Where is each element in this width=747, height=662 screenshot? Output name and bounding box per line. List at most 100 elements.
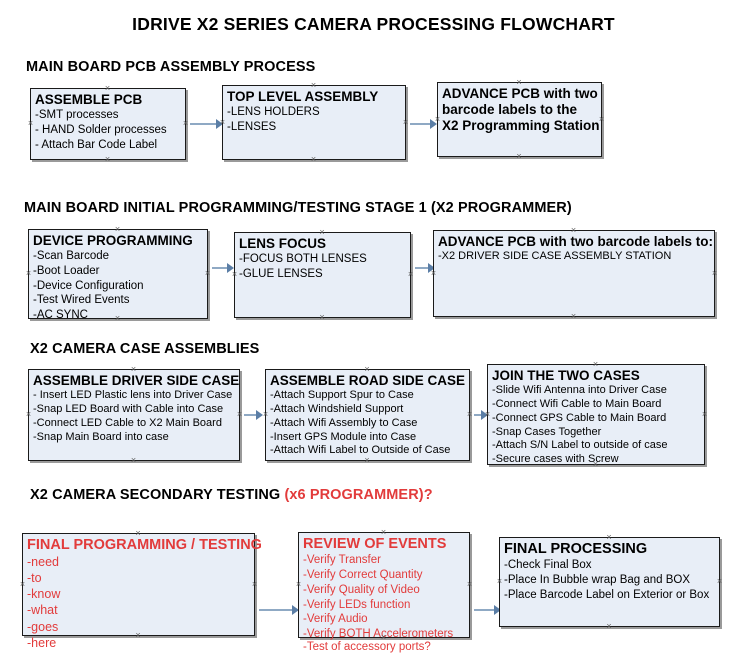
- node-line: -GLUE LENSES: [239, 267, 323, 280]
- node-line: -here: [27, 635, 57, 650]
- connection-handle-left[interactable]: [295, 581, 302, 588]
- connector-device-programming-to-lens-focus: [212, 267, 229, 269]
- connection-handle-left[interactable]: [231, 271, 238, 278]
- connection-handle-bottom[interactable]: [319, 314, 326, 321]
- connection-handle-top[interactable]: [592, 361, 599, 368]
- node-assemble-driver-side-case[interactable]: ASSEMBLE DRIVER SIDE CASE - Insert LED P…: [28, 369, 240, 461]
- node-title: FINAL PROCESSING: [504, 541, 648, 557]
- connection-handle-left[interactable]: [496, 578, 503, 585]
- node-final-processing[interactable]: FINAL PROCESSING -Check Final Box -Place…: [499, 537, 720, 627]
- connection-handle-top[interactable]: [380, 529, 387, 536]
- node-line: -Verify Correct Quantity: [303, 568, 423, 581]
- connection-handle-bottom[interactable]: [135, 632, 142, 639]
- connection-handle-left[interactable]: [430, 270, 437, 277]
- connection-handle-right[interactable]: [407, 271, 414, 278]
- node-line: -Attach Wifi Label to Outside of Case: [270, 444, 451, 457]
- node-top-level-assembly[interactable]: TOP LEVEL ASSEMBLY -LENS HOLDERS -LENSES: [222, 85, 406, 160]
- connection-handle-left[interactable]: [484, 411, 491, 418]
- node-line: -Attach S/N Label to outside of case: [492, 439, 668, 452]
- connection-handle-left[interactable]: [19, 581, 26, 588]
- connection-handle-top[interactable]: [310, 82, 317, 89]
- connection-handle-top[interactable]: [135, 530, 142, 537]
- connector-arrowhead: [256, 410, 263, 420]
- node-title: ASSEMBLE DRIVER SIDE CASE: [33, 373, 240, 388]
- section-heading-x2-camera-secondary-testing: X2 CAMERA SECONDARY TESTING (x6 PROGRAMM…: [30, 487, 433, 503]
- node-line: -Insert GPS Module into Case: [270, 430, 417, 443]
- connector-lens-focus-to-advance-pcb-driver: [415, 267, 430, 269]
- connection-handle-top[interactable]: [570, 227, 577, 234]
- node-title: LENS FOCUS: [239, 236, 327, 251]
- node-join-the-two-cases[interactable]: JOIN THE TWO CASES -Slide Wifi Antenna i…: [487, 364, 705, 465]
- node-title: JOIN THE TWO CASES: [492, 368, 640, 383]
- connection-handle-bottom[interactable]: [310, 156, 317, 163]
- node-line: -LENS HOLDERS: [227, 105, 320, 118]
- section-heading-main-board-pcb-assembly: MAIN BOARD PCB ASSEMBLY PROCESS: [26, 59, 316, 75]
- connection-handle-bottom[interactable]: [516, 153, 523, 160]
- node-line: -what: [27, 603, 58, 618]
- node-line: - HAND Solder processes: [35, 123, 167, 136]
- connector-arrowhead: [430, 119, 437, 129]
- node-title: ASSEMBLE ROAD SIDE CASE: [270, 373, 466, 388]
- connection-handle-bottom[interactable]: [592, 461, 599, 468]
- connection-handle-left[interactable]: [434, 116, 441, 123]
- node-line: -Attach Windshield Support: [270, 402, 404, 415]
- node-assemble-road-side-case[interactable]: ASSEMBLE ROAD SIDE CASE -Attach Support …: [265, 369, 470, 461]
- node-review-of-events[interactable]: REVIEW OF EVENTS -Verify Transfer -Verif…: [295, 529, 473, 653]
- connection-handle-bottom[interactable]: [570, 313, 577, 320]
- node-line: -Snap Cases Together: [492, 425, 602, 438]
- connection-handle-right[interactable]: [466, 581, 473, 588]
- node-line: -FOCUS BOTH LENSES: [239, 252, 367, 265]
- node-line: -Verify Audio: [303, 613, 368, 626]
- connector-assemble-pcb-to-top-level: [190, 123, 218, 125]
- connection-handle-left[interactable]: [25, 270, 32, 277]
- node-title: ADVANCE PCB with two barcode labels to:: [438, 234, 714, 249]
- connector-driver-case-to-road-case: [244, 414, 258, 416]
- connection-handle-top[interactable]: [104, 85, 111, 92]
- connection-handle-right[interactable]: [701, 411, 708, 418]
- connection-handle-right[interactable]: [251, 581, 258, 588]
- node-line: -goes: [27, 619, 59, 634]
- node-title: ADVANCE PCB with two: [442, 86, 598, 101]
- connection-handle-right[interactable]: [466, 411, 473, 418]
- node-line-overflow: -Test of accessory ports?: [303, 641, 431, 654]
- node-advance-pcb-programming-station[interactable]: ADVANCE PCB with two barcode labels to t…: [437, 82, 602, 157]
- node-lens-focus[interactable]: LENS FOCUS -FOCUS BOTH LENSES -GLUE LENS…: [234, 232, 411, 318]
- connection-handle-top[interactable]: [364, 366, 371, 373]
- connection-handle-right[interactable]: [182, 120, 189, 127]
- connection-handle-right[interactable]: [716, 578, 723, 585]
- connector-final-programming-to-review-of-events: [259, 609, 295, 611]
- connection-handle-left[interactable]: [25, 411, 32, 418]
- connection-handle-top[interactable]: [606, 534, 613, 541]
- node-line: -Attach Wifi Assembly to Case: [270, 416, 418, 429]
- connection-handle-top[interactable]: [516, 79, 523, 86]
- connection-handle-right[interactable]: [711, 270, 718, 277]
- node-line: -AC SYNC: [33, 309, 88, 322]
- connection-handle-bottom[interactable]: [364, 457, 371, 464]
- connection-handle-bottom[interactable]: [606, 623, 613, 630]
- node-line: -to: [27, 571, 42, 586]
- node-advance-pcb-driver-side[interactable]: ADVANCE PCB with two barcode labels to: …: [433, 230, 715, 317]
- connection-handle-right[interactable]: [236, 411, 243, 418]
- connection-handle-bottom[interactable]: [104, 156, 111, 163]
- node-title: ASSEMBLE PCB: [35, 92, 143, 107]
- connection-handle-bottom[interactable]: [114, 315, 121, 322]
- connection-handle-top[interactable]: [130, 366, 137, 373]
- node-line: -Secure cases with Screw: [492, 453, 619, 466]
- node-final-programming-testing[interactable]: FINAL PROGRAMMING / TESTING -need -to -k…: [19, 530, 262, 650]
- connection-handle-right[interactable]: [598, 116, 605, 123]
- node-line: -need: [27, 555, 59, 570]
- connection-handle-right[interactable]: [204, 270, 211, 277]
- connection-handle-top[interactable]: [114, 226, 121, 233]
- node-device-programming[interactable]: DEVICE PROGRAMMING -Scan Barcode -Boot L…: [25, 226, 211, 322]
- connection-handle-left[interactable]: [262, 411, 269, 418]
- node-assemble-pcb[interactable]: ASSEMBLE PCB -SMT processes - HAND Solde…: [30, 88, 186, 160]
- connector-road-case-to-join-cases: [474, 414, 485, 416]
- connection-handle-left[interactable]: [27, 120, 34, 127]
- node-line: barcode labels to the: [442, 101, 578, 117]
- connection-handle-bottom[interactable]: [380, 634, 387, 641]
- connection-handle-top[interactable]: [319, 229, 326, 236]
- connection-handle-left[interactable]: [219, 119, 226, 126]
- connection-handle-bottom[interactable]: [130, 457, 137, 464]
- connection-handle-right[interactable]: [402, 119, 409, 126]
- node-line: - Attach Bar Code Label: [35, 138, 158, 151]
